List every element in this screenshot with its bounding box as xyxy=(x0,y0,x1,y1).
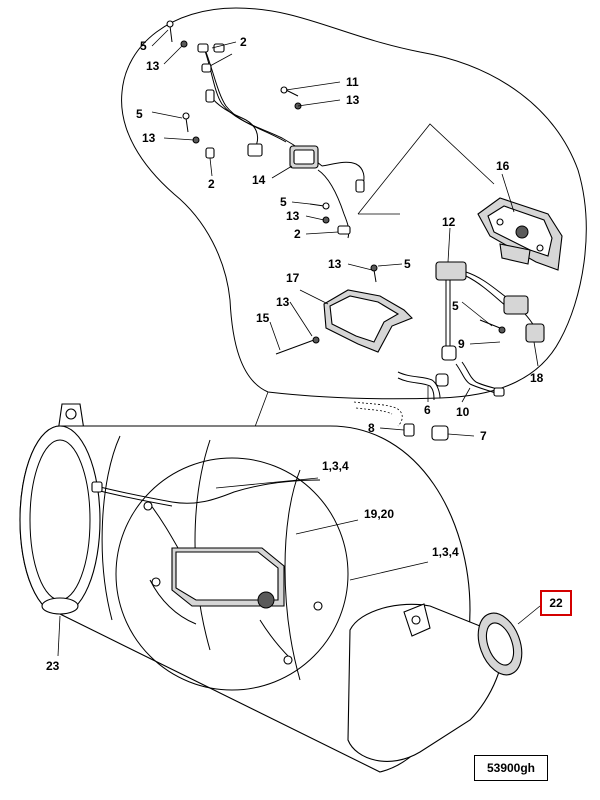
callout-5: 5 xyxy=(452,299,459,313)
callout-6: 6 xyxy=(424,403,431,417)
callout-1-3-4: 1,3,4 xyxy=(322,459,349,473)
callout-23: 23 xyxy=(46,659,60,673)
callout-5: 5 xyxy=(280,195,287,209)
callout-15: 15 xyxy=(256,311,270,325)
callout-10: 10 xyxy=(456,405,470,419)
mounting-bracket-16 xyxy=(477,197,563,271)
upper-wiring-harness xyxy=(197,43,365,239)
heat-shield-17 xyxy=(275,264,506,355)
callout-7: 7 xyxy=(480,429,487,443)
callout-13: 13 xyxy=(328,257,342,271)
lower-leader-lines xyxy=(57,477,541,657)
callout-14: 14 xyxy=(252,173,266,187)
callout-2: 2 xyxy=(294,227,301,241)
callout-16: 16 xyxy=(496,159,510,173)
callout-13: 13 xyxy=(146,59,160,73)
callout-13: 13 xyxy=(346,93,360,107)
sensor-module-12 xyxy=(435,261,545,361)
connector-leader-lines xyxy=(357,123,495,215)
callout-1-3-4: 1,3,4 xyxy=(432,545,459,559)
callout-12: 12 xyxy=(442,215,456,229)
callout-8: 8 xyxy=(368,421,375,435)
callout-5: 5 xyxy=(136,107,143,121)
callout-9: 9 xyxy=(458,337,465,351)
callout-11: 11 xyxy=(346,75,359,89)
upper-leader-lines xyxy=(151,29,539,437)
highlighted-callout-22[interactable]: 22 xyxy=(540,590,572,616)
detail-balloon-outline xyxy=(121,7,587,400)
callout-19-20: 19,20 xyxy=(364,507,394,521)
callout-17: 17 xyxy=(286,271,300,285)
callout-5: 5 xyxy=(140,39,147,53)
callout-13: 13 xyxy=(286,209,300,223)
mounted-sensor-module xyxy=(91,479,323,665)
callout-5: 5 xyxy=(404,257,411,271)
diagram-reference-code: 53900gh xyxy=(474,755,548,781)
fasteners-top xyxy=(166,20,330,224)
callout-13: 13 xyxy=(276,295,290,309)
callout-18: 18 xyxy=(530,371,544,385)
callout-2: 2 xyxy=(240,35,247,49)
callout-2: 2 xyxy=(208,177,215,191)
callout-13: 13 xyxy=(142,131,156,145)
detail-magnifier-circle xyxy=(115,457,349,691)
sensor-tubes xyxy=(353,361,505,441)
callout-labels: 5 13 2 11 13 5 13 2 14 5 13 2 16 12 13 5… xyxy=(46,35,544,673)
